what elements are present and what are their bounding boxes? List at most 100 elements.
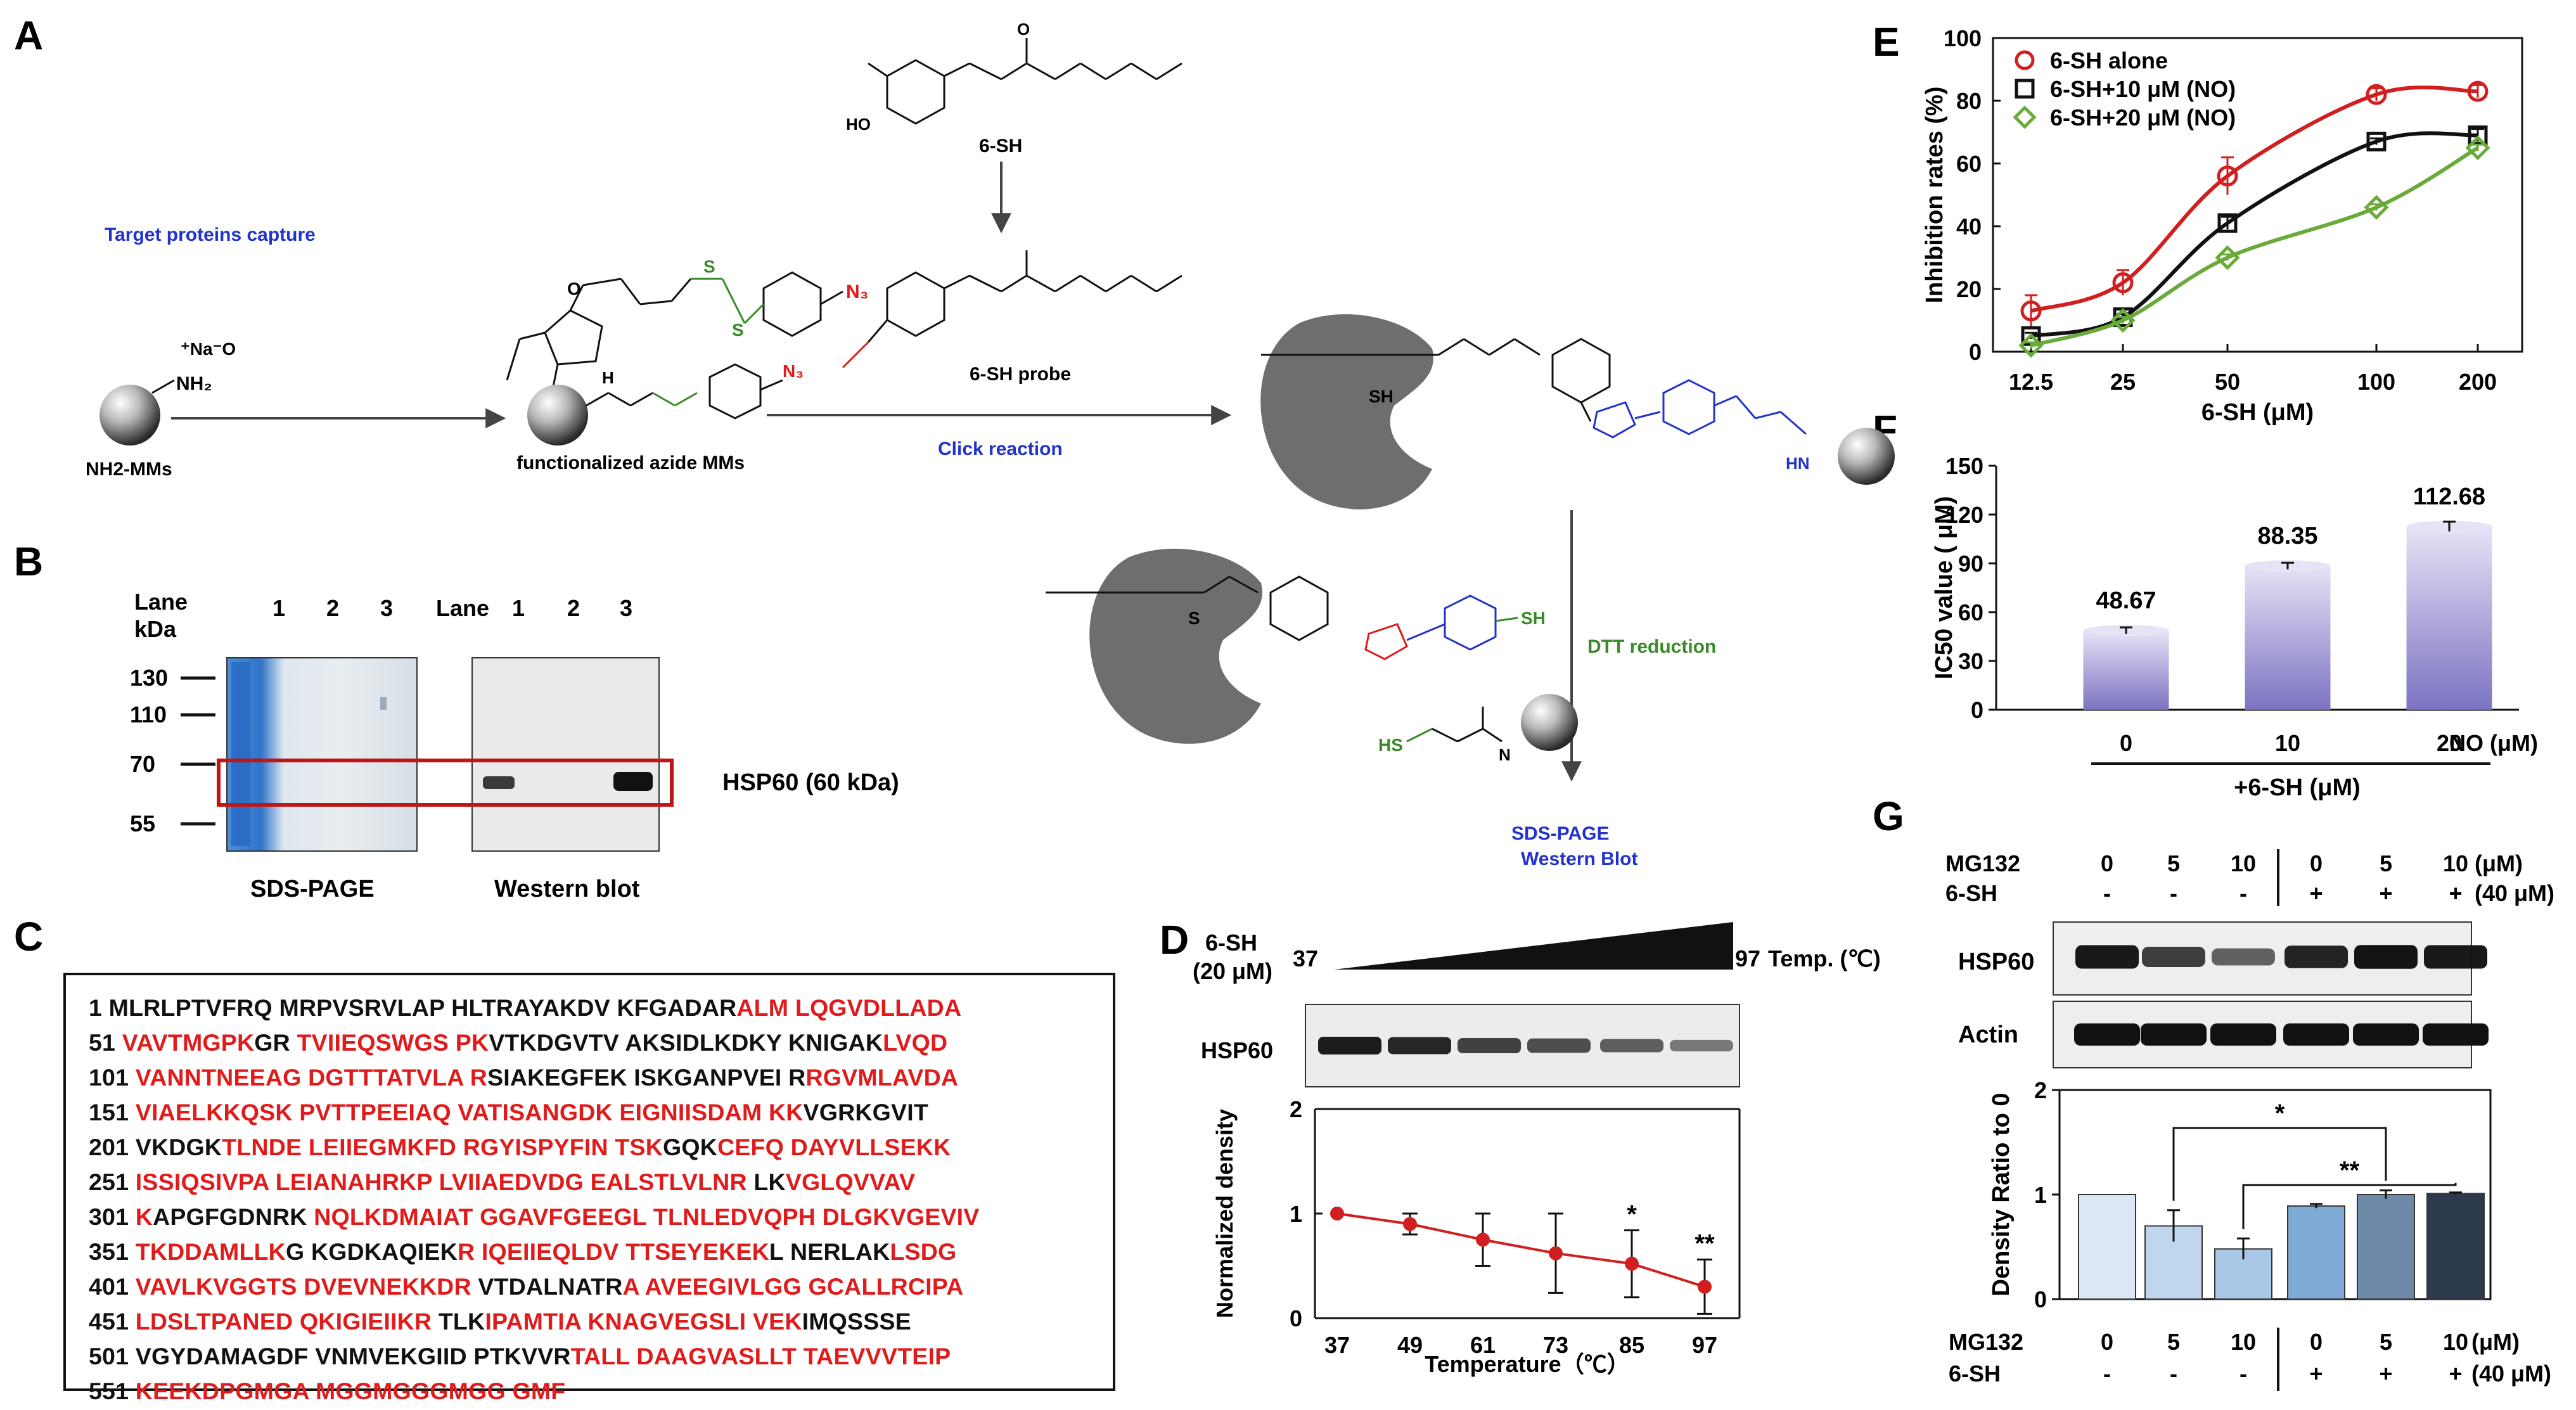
e-plot-frame: [1992, 37, 2523, 353]
g-y-axis-label: Density Ratio to 0: [1988, 1093, 2015, 1297]
wb-band-lane1: [483, 776, 515, 789]
d-temp-end: 97: [1735, 945, 1760, 971]
g-6sh-value: -: [2170, 880, 2177, 906]
d-band: [1527, 1038, 1591, 1053]
disulfide-s1-label: S: [703, 257, 715, 276]
marker-130: 130: [130, 665, 168, 691]
e-y-tick-label: 80: [1956, 88, 1982, 114]
g-hsp60-band: [2075, 945, 2139, 969]
panel-d-thermal-shift: 6-SH (20 μM) 37 97 Temp. (℃) HSP60 01237…: [1193, 922, 1881, 1377]
f-value-label: 48.67: [2096, 587, 2156, 614]
sds-page-caption: SDS-PAGE: [250, 876, 375, 902]
sequence-segment-identified: ISSIQSIVPA LEIANAHRKP LVIIAEDVDG EALSTLV…: [135, 1169, 747, 1195]
g-hsp60-band: [2142, 947, 2205, 967]
6sh-structure: [868, 38, 1182, 125]
g-actin-band: [2141, 1023, 2207, 1046]
g-bar: [2357, 1194, 2415, 1300]
6sh-ho-label: HO: [846, 115, 871, 134]
panel-b-gels: Lane kDa 1 2 3 Lane 1 2 3 130 110 70 55 …: [130, 589, 899, 902]
d-x-tick-label: 97: [1692, 1332, 1717, 1358]
d-hsp60-label: HSP60: [1201, 1037, 1273, 1063]
e-point-diamond: [2364, 195, 2389, 220]
sequence-segment-identified: LDSLTPANED QKIGIEIIKR: [135, 1308, 432, 1335]
sequence-segment: APGFGDNRK: [153, 1203, 314, 1230]
g-footer-mg132-value: 0: [2310, 1329, 2323, 1355]
wb-lane-3: 3: [620, 595, 632, 621]
g-actin-label: Actin: [1958, 1022, 2018, 1048]
f-x-tick-label: 20: [2437, 730, 2462, 756]
f-y-axis-label: IC50 value ( μM): [1931, 496, 1958, 679]
g-mg132-label: MG132: [1945, 850, 2020, 876]
wb-band-lane3: [613, 772, 653, 791]
g-hsp60-band: [2354, 945, 2418, 969]
d-data-point: [1476, 1233, 1490, 1247]
d-band: [1318, 1037, 1381, 1054]
e-y-tick-label: 40: [1956, 214, 1982, 240]
d-significance-mark: **: [1695, 1230, 1715, 1258]
gel-lane-3: 3: [380, 595, 393, 621]
sequence-segment-identified: K: [135, 1203, 153, 1230]
product-hn-label: HN: [1786, 454, 1810, 473]
g-footer-mg132-label: MG132: [1949, 1329, 2023, 1355]
nhs-o-label: O: [567, 279, 581, 298]
d-significance-mark: *: [1627, 1200, 1637, 1228]
d-x-axis-label: Temperature（℃）: [1425, 1351, 1629, 1377]
g-mg132-value: 10: [2231, 850, 2256, 876]
gel-lane-header: Lane: [134, 589, 188, 615]
e-y-axis-label: Inhibition rates (%): [1921, 87, 1948, 304]
sequence-segment: 1 MLRLPTVFRQ MRPVSRVLAP HLTRAYAKDV KFGAD…: [89, 994, 737, 1021]
f-y-tick-label: 60: [1958, 599, 1983, 625]
panel-letter-e: E: [1873, 19, 1900, 65]
sequence-segment-identified: IPAMTIA KNAGVEGSLI VEK: [485, 1308, 802, 1335]
e-point-square: [2217, 213, 2238, 233]
released-bead: [1521, 694, 1578, 751]
g-6sh-value: +: [2449, 880, 2462, 906]
d-temp-start: 37: [1293, 945, 1318, 971]
nh2-group-label: NH₂: [176, 373, 212, 394]
e-point-circle: [2020, 300, 2042, 322]
sequence-segment-identified: TKDDAMLLK: [135, 1238, 286, 1265]
nh2-bead: [99, 385, 160, 445]
panel-letter-g: G: [1873, 793, 1904, 839]
g-mg132-value: 5: [2167, 850, 2180, 876]
sequence-segment: 201 VKDGK: [89, 1134, 222, 1160]
temperature-gradient-wedge: [1334, 922, 1733, 970]
sequence-segment: 151: [89, 1099, 136, 1125]
e-legend-label: 6-SH alone: [2050, 48, 2168, 74]
sequence-line: 301 KAPGFGDNRK NQLKDMAIAT GGAVFGEEGL TLN…: [89, 1200, 1113, 1234]
e-y-tick-label: 100: [1944, 25, 1982, 51]
sequence-segment: 51: [89, 1029, 122, 1056]
e-point-square: [2468, 125, 2488, 145]
sequence-segment-identified: NQLKDMAIAT GGAVFGEEGL TLNLEDVQPH DLGKVGE…: [314, 1203, 980, 1230]
sequence-segment-identified: KEEKDPGMGA MGGMGGGMGG GMF: [135, 1378, 566, 1404]
f-x-tick-label: 10: [2275, 730, 2300, 756]
g-mg132-value: 0: [2101, 850, 2113, 876]
g-6sh-label: 6-SH: [1945, 880, 1997, 906]
g-footer-mg132-value: 5: [2380, 1329, 2392, 1355]
g-footer-6sh-value: -: [2170, 1361, 2177, 1387]
wb-lane-1: 1: [512, 595, 525, 621]
6sh-name: 6-SH: [979, 136, 1022, 157]
f-y-tick-label: 120: [1945, 502, 1983, 528]
g-hsp60-label: HSP60: [1958, 949, 2034, 975]
e-legend-label: 6-SH+20 μM (NO): [2050, 105, 2236, 131]
azide-mms-label: functionalized azide MMs: [516, 452, 745, 473]
d-band: [1458, 1037, 1521, 1054]
sequence-line: 1 MLRLPTVFRQ MRPVSRVLAP HLTRAYAKDV KFGAD…: [89, 990, 1113, 1025]
e-point-diamond: [2018, 333, 2044, 358]
sequence-line: 201 VKDGKTLNDE LEIIEGMKFD RGYISPYFIN TSK…: [89, 1130, 1113, 1165]
g-hsp60-band: [2424, 945, 2487, 969]
f-value-label: 112.68: [2413, 484, 2485, 510]
sequence-segment: 401: [89, 1273, 136, 1300]
sequence-segment: 551: [89, 1378, 136, 1404]
sequence-segment: IMQSSSE: [802, 1308, 911, 1335]
g-footer-6sh-value: -: [2103, 1361, 2111, 1387]
d-band: [1600, 1039, 1663, 1053]
d-y-tick-label: 0: [1290, 1305, 1302, 1331]
g-hsp60-band: [2284, 945, 2348, 968]
d-data-point: [1549, 1246, 1563, 1260]
disulfide-s2-label: S: [732, 320, 744, 340]
sequence-segment: GQK: [663, 1134, 718, 1160]
g-bar: [2287, 1205, 2345, 1300]
